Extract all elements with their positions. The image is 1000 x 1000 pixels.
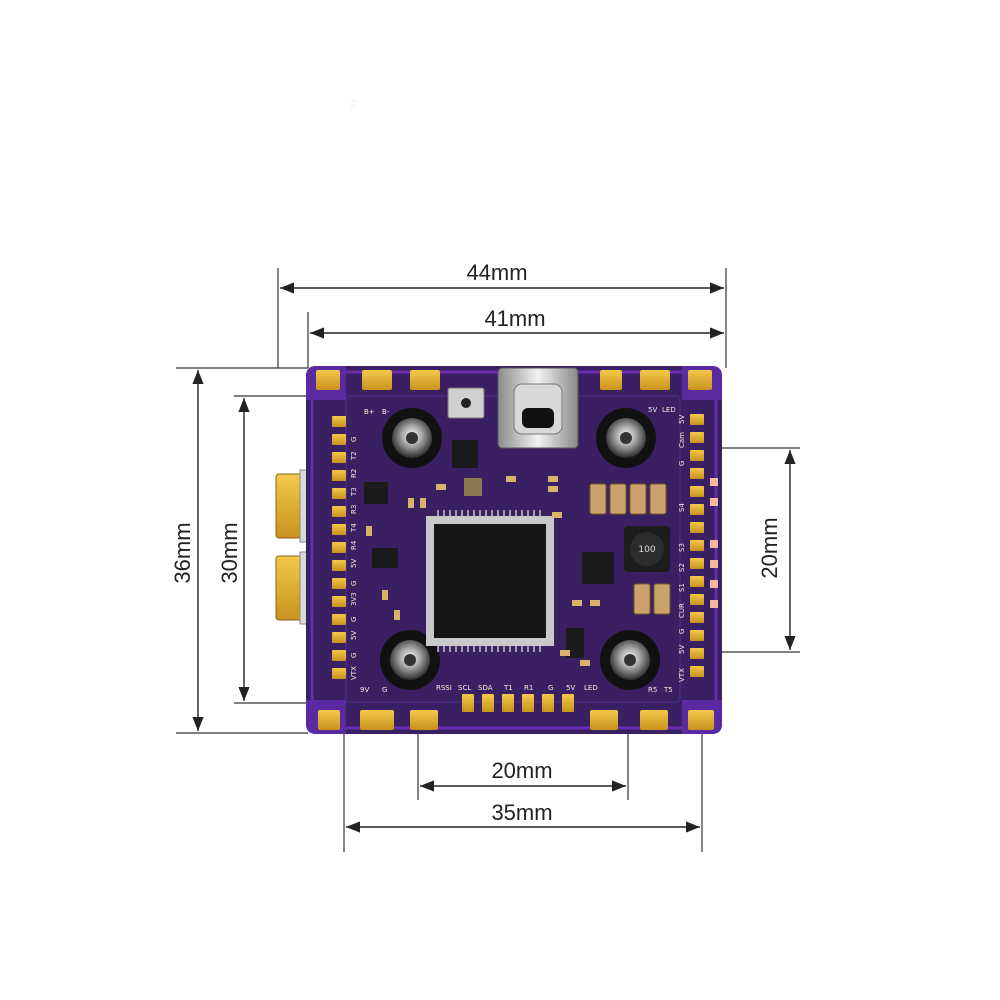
svg-text:SCL: SCL [458,684,471,692]
dimension-arrows [192,282,796,833]
svg-text:T1: T1 [503,684,513,692]
svg-text:SDA: SDA [478,684,493,692]
svg-text:5V: 5V [350,559,358,568]
svg-text:LED: LED [584,684,598,692]
svg-text:R5: R5 [648,686,657,694]
right-solder-pads [690,414,704,677]
svg-text:G: G [678,461,686,466]
svg-text:Cam: Cam [678,432,686,448]
svg-text:VTX: VTX [350,666,358,680]
svg-text:G: G [548,684,553,692]
dim-label-left-outer: 36mm [170,522,195,583]
svg-text:5V: 5V [678,645,686,654]
left-solder-pads [332,416,346,679]
smd-components [366,476,600,666]
svg-text:5V: 5V [648,406,657,414]
svg-text:G: G [350,581,358,586]
svg-text:T3: T3 [350,487,358,497]
svg-text:R1: R1 [524,684,533,692]
svg-text:R2: R2 [350,469,358,478]
svg-text:9V: 9V [360,686,369,694]
svg-text:3V3: 3V3 [350,592,358,606]
svg-text:9V: 9V [350,99,358,108]
capacitors [589,483,671,615]
dim-label-bottom-inner: 20mm [491,758,552,783]
mounting-hole-top-right [596,408,656,468]
svg-text:S3: S3 [678,543,686,552]
svg-text:T4: T4 [350,523,358,533]
svg-text:R4: R4 [350,540,358,550]
svg-text:S1: S1 [678,583,686,592]
usb-c-connector [497,367,579,449]
mcu-chip [426,510,554,652]
svg-text:VTX: VTX [678,668,686,682]
svg-text:G: G [350,653,358,658]
dim-label-top-inner: 41mm [484,306,545,331]
svg-text:G: G [678,629,686,634]
flight-controller-board: 100 [275,99,722,734]
svg-text:LED: LED [662,406,676,414]
svg-text:T5: T5 [663,686,673,694]
svg-text:G: G [350,437,358,442]
silkscreen-left: 9V G T2 R2 T3 R3 T4 R4 5V G 3V3 G 5V G V… [350,99,358,680]
silkscreen-top: B+ B- 5V LED [364,406,676,416]
silkscreen-right: 5V Cam G S4 S3 S2 S1 CUR G 5V VTX [678,415,686,682]
small-ics [364,440,614,658]
inductor-marking: 100 [638,545,655,555]
dim-label-top-outer: 44mm [466,260,527,285]
mounting-hole-top-left [382,408,442,468]
svg-text:RSSI: RSSI [436,684,452,692]
svg-text:CUR: CUR [678,603,686,618]
svg-text:T2: T2 [350,451,358,461]
dim-label-left-inner: 30mm [217,522,242,583]
silkscreen-bottom: 9V G RSSI SCL SDA T1 R1 G 5V LED R5 T5 [360,684,673,694]
dim-label-bottom-outer: 35mm [491,800,552,825]
inductor: 100 [624,526,670,572]
boot-button [447,387,485,419]
bottom-solder-pads [318,694,714,730]
svg-text:S4: S4 [678,503,686,512]
dim-label-right: 20mm [757,517,782,578]
mounting-hole-bottom-right [600,630,660,690]
dimension-lines [176,268,800,852]
svg-text:5V: 5V [350,631,358,640]
top-solder-pads [316,370,712,390]
svg-text:G: G [382,686,387,694]
svg-text:5V: 5V [678,415,686,424]
svg-text:5V: 5V [566,684,575,692]
mounting-hole-bottom-left [380,630,440,690]
svg-text:B+: B+ [364,408,375,416]
svg-text:B-: B- [382,408,390,416]
svg-text:S2: S2 [678,563,686,572]
svg-text:R3: R3 [350,505,358,514]
svg-text:G: G [350,617,358,622]
